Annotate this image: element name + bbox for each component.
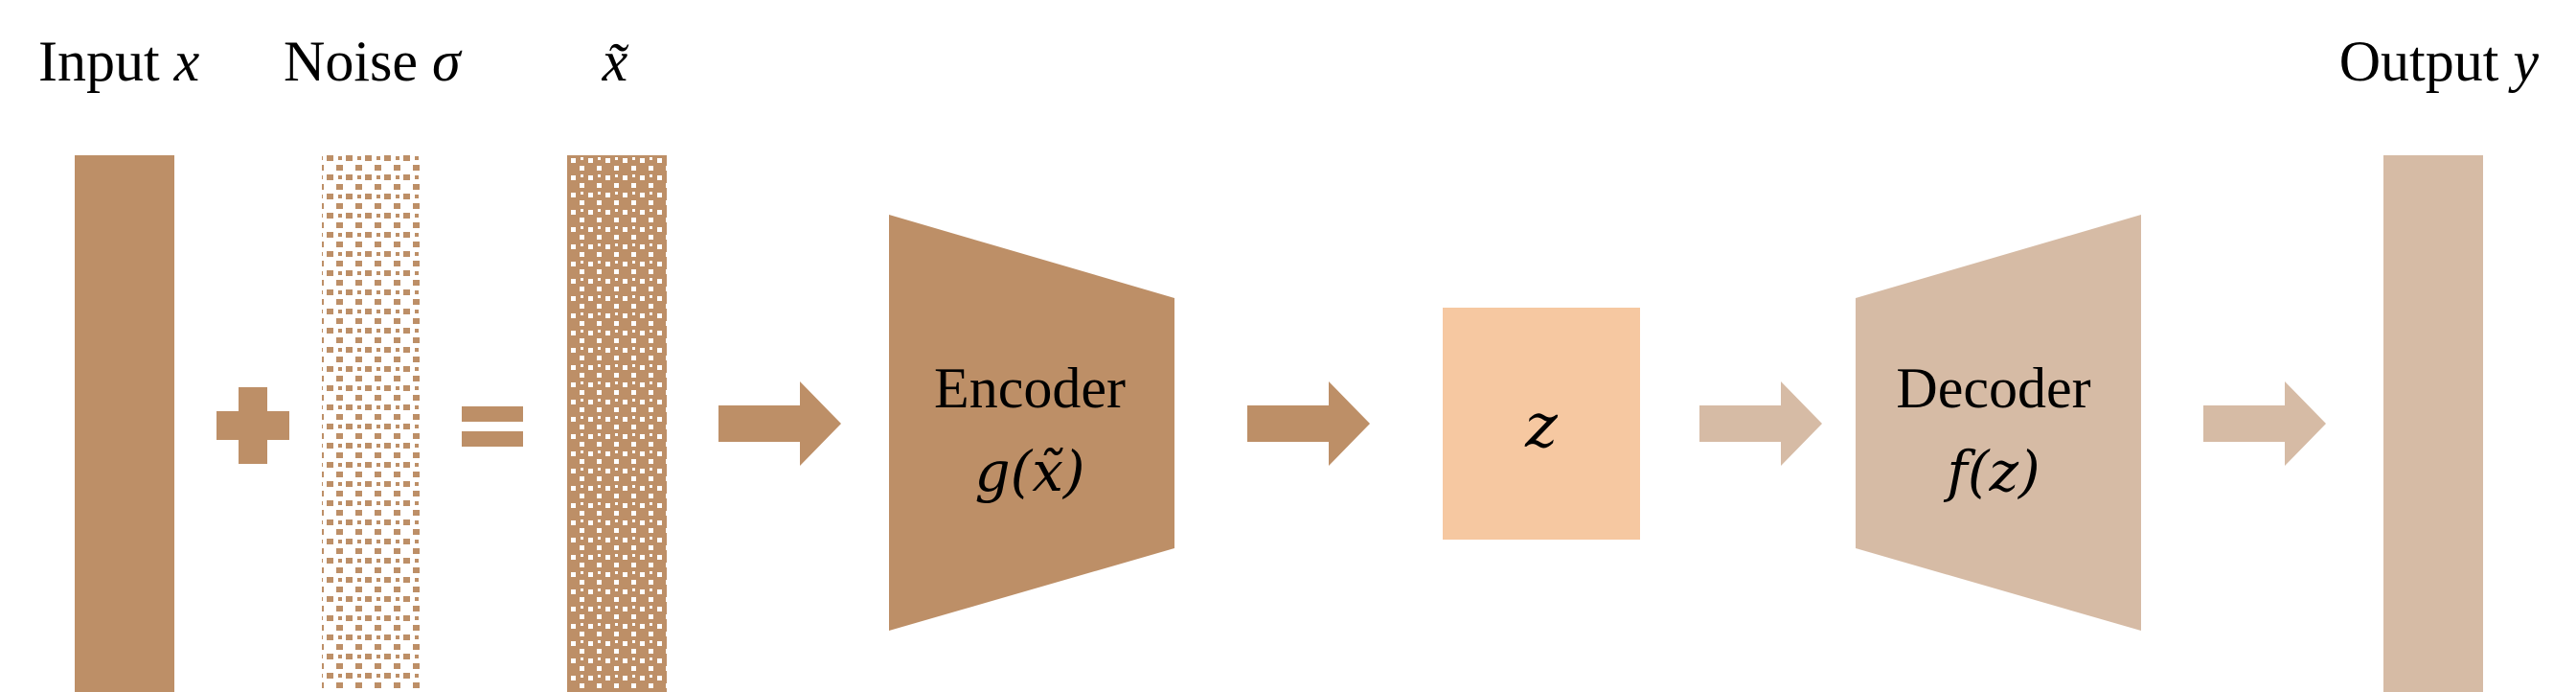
arrow-right-icon: [1247, 381, 1370, 466]
arrow-right-icon: [718, 381, 841, 466]
equals-icon: [462, 406, 523, 447]
noisy-input-vector-bar: [567, 155, 667, 692]
encoder-function: g(x̃): [974, 439, 1084, 504]
encoder-block: [889, 215, 1174, 631]
output-label: Output y: [2339, 30, 2540, 93]
noise-vector-bar: [322, 155, 422, 692]
arrow-right-icon: [1699, 381, 1822, 466]
encoder-title: Encoder: [934, 357, 1126, 420]
noisy-input-label: x̃: [602, 30, 629, 93]
latent-code-block: [1443, 308, 1640, 540]
noise-label: Noise σ: [284, 30, 463, 93]
decoder-block: [1856, 215, 2141, 631]
latent-symbol: z: [1524, 391, 1559, 462]
input-vector-bar: [75, 155, 174, 692]
decoder-title: Decoder: [1896, 357, 2090, 420]
arrow-right-icon: [2203, 381, 2326, 466]
input-label: Input x: [38, 30, 200, 93]
plus-icon: [217, 387, 289, 464]
decoder-function: f(z): [1943, 439, 2040, 504]
output-vector-bar: [2383, 155, 2483, 692]
